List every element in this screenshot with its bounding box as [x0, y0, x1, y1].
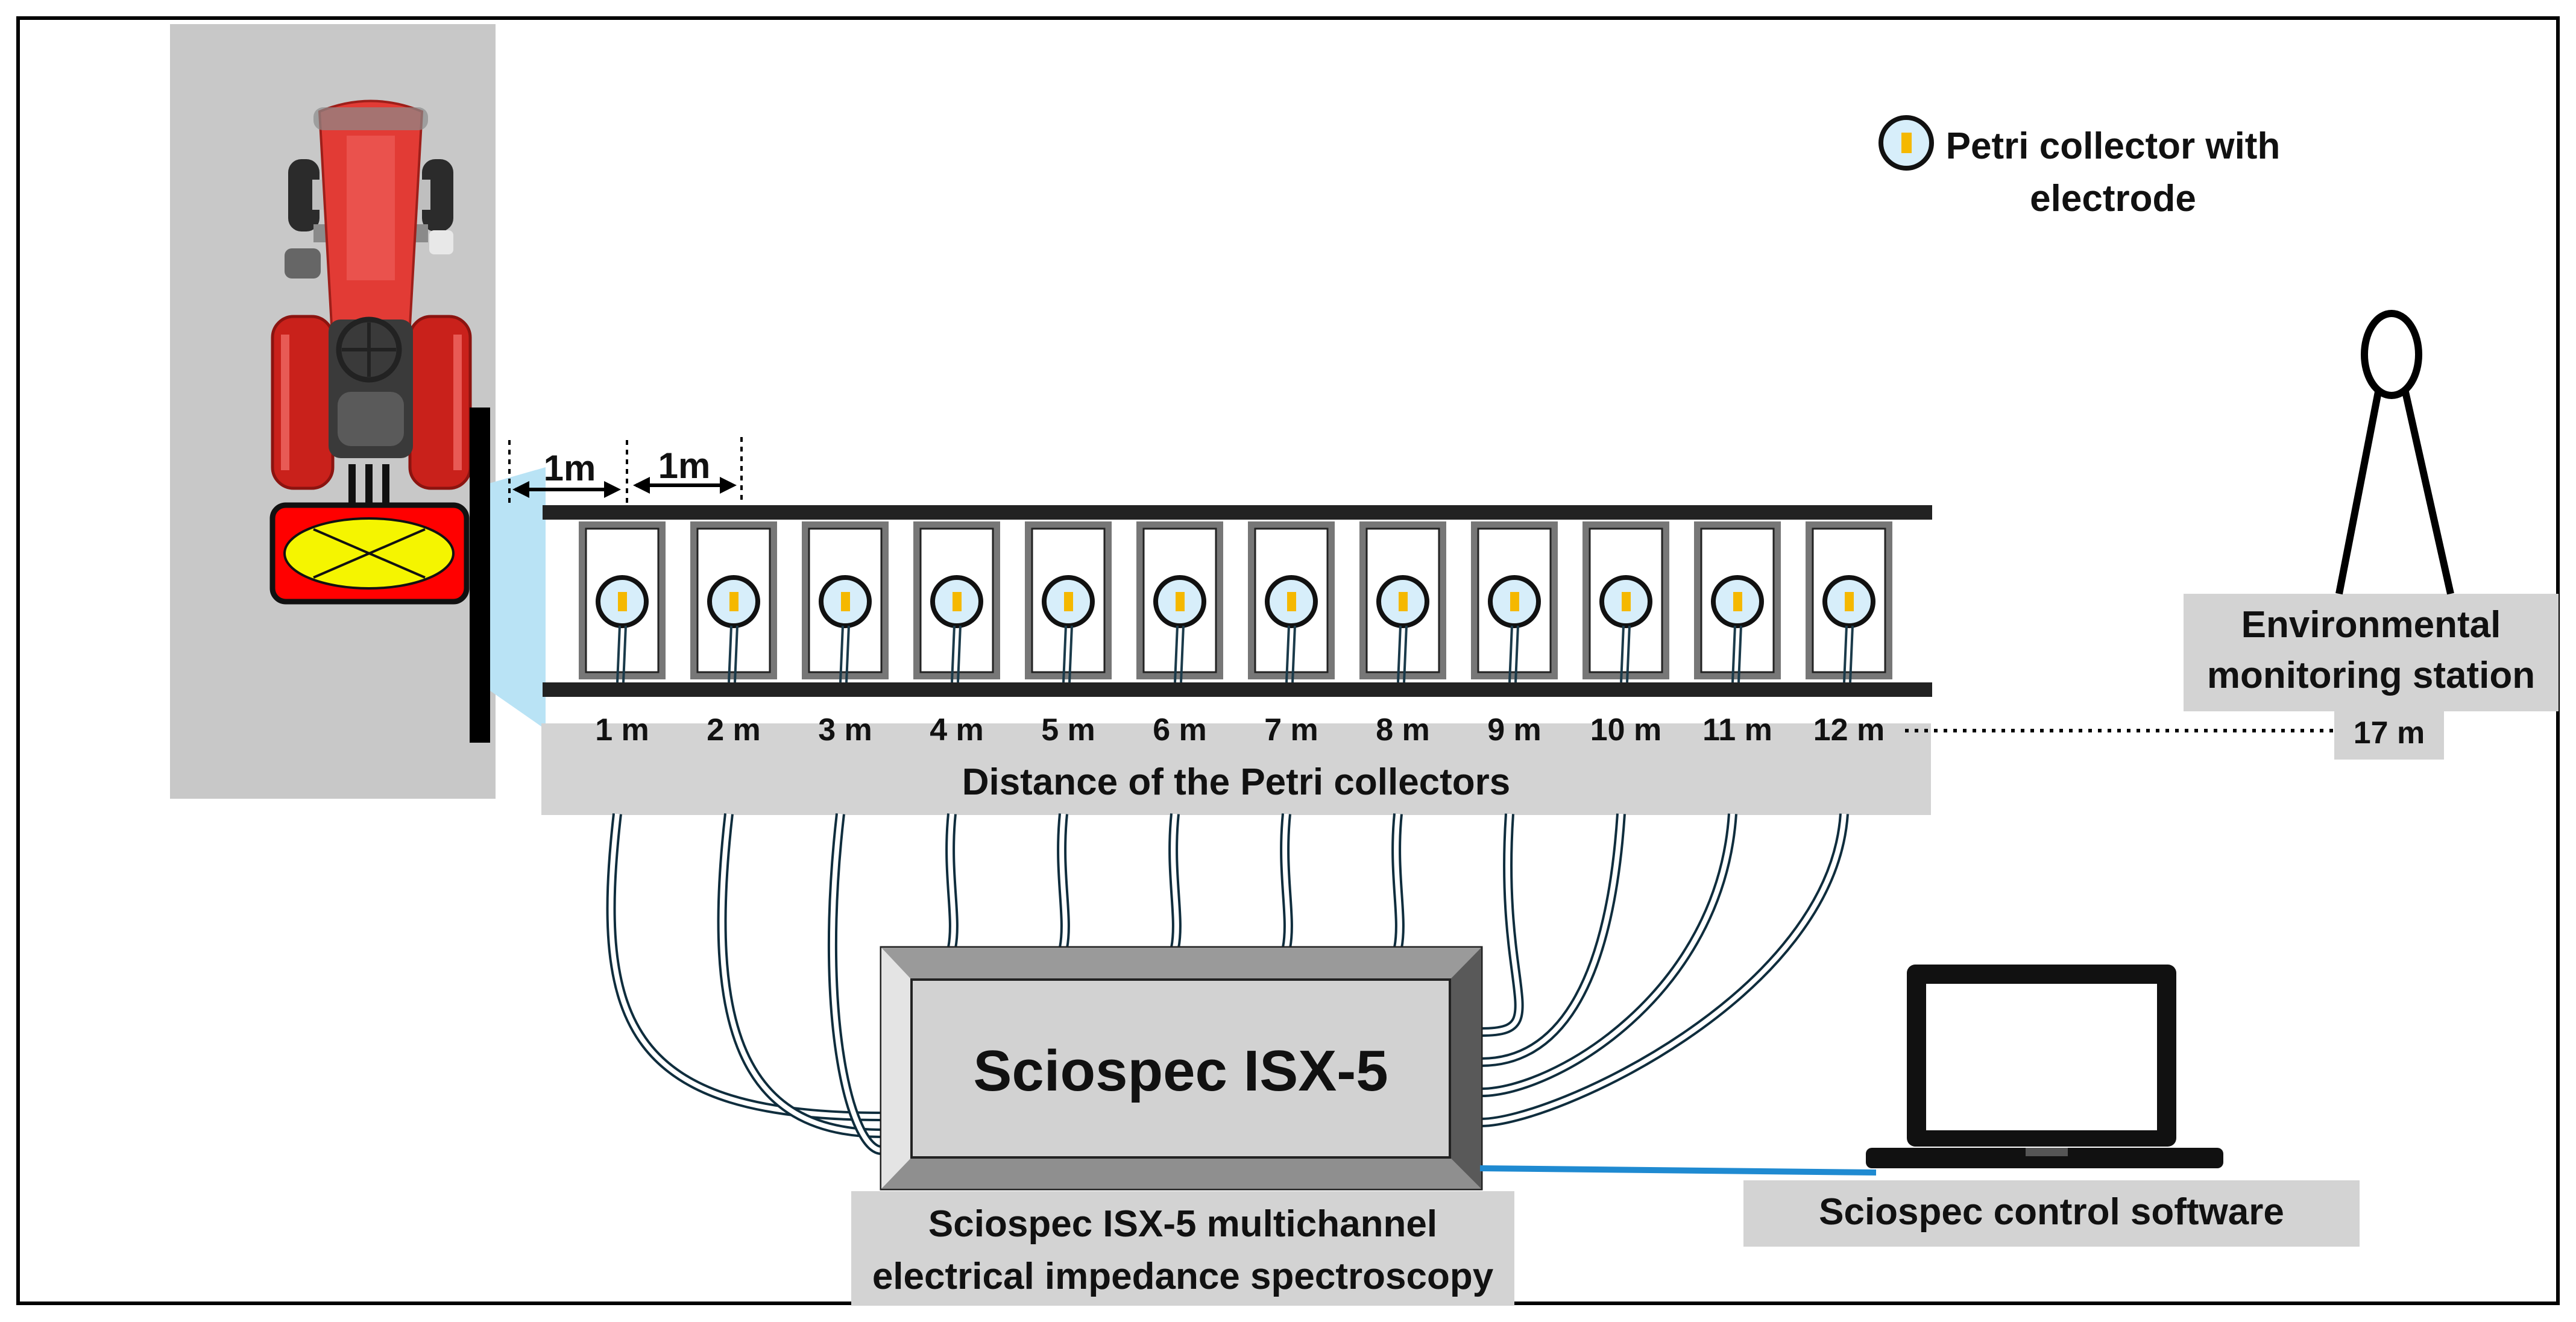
petri-collector: [579, 521, 666, 683]
distance-label: 6 m: [1153, 713, 1207, 748]
petri-collector: [1694, 521, 1781, 683]
distance-label: 10 m: [1590, 713, 1662, 748]
monitoring-station-icon: [2335, 310, 2454, 595]
distance-label: 8 m: [1376, 713, 1430, 748]
sciospec-device: [880, 946, 1483, 1191]
electrode-cable: [717, 813, 882, 1138]
device-caption: Sciospec ISX-5 multichannel electrical i…: [872, 1203, 1494, 1297]
collector-row: [579, 521, 1892, 683]
station-label-box: [2184, 594, 2559, 711]
sprayer-tank: [269, 502, 470, 605]
station-distance-box: [2334, 711, 2444, 760]
electrode-cable: [827, 813, 883, 1155]
device-caption-box: [851, 1191, 1514, 1306]
spacing-markers: [508, 437, 743, 503]
collector-rail-top: [543, 505, 1932, 520]
station-label: Environmental monitoring station: [2206, 604, 2536, 696]
petri-collector: [802, 521, 889, 683]
sprayer-boom: [470, 408, 490, 743]
tractor-illustration: [271, 99, 472, 512]
distance-label: 5 m: [1041, 713, 1095, 748]
petri-collector: [1359, 521, 1446, 683]
software-caption-box: [1743, 1180, 2360, 1247]
software-caption: Sciospec control software: [1819, 1191, 2284, 1233]
spray-cone: [472, 467, 546, 729]
electrode-cables: [606, 813, 1849, 1155]
spacing-label-2: 1m: [658, 445, 711, 486]
device-name: Sciospec ISX-5: [973, 1039, 1388, 1103]
distance-label: 3 m: [818, 713, 872, 748]
distance-label: 4 m: [930, 713, 984, 748]
petri-collector: [1248, 521, 1335, 683]
distance-label: 2 m: [707, 713, 761, 748]
distance-caption-box: [541, 723, 1931, 815]
petri-collector: [913, 521, 1000, 683]
legend-label: Petri collector with electrode: [1945, 125, 2281, 219]
distance-label: 7 m: [1264, 713, 1318, 748]
distance-labels: 1 m 2 m 3 m 4 m 5 m 6 m 7 m 8 m 9 m 10 m 11 m 12 m: [595, 713, 1885, 748]
petri-collector-legend-icon: [1878, 115, 1934, 171]
electrode-cable: [1481, 813, 1524, 1037]
petri-collector: [690, 521, 777, 683]
distance-label: 9 m: [1487, 713, 1542, 748]
spacing-label-1: 1m: [543, 448, 596, 488]
petri-collector: [1582, 521, 1669, 683]
distance-caption: Distance of the Petri collectors: [962, 761, 1511, 803]
laptop-icon: [1866, 965, 2223, 1168]
station-distance-label: 17 m: [2353, 716, 2425, 751]
petri-collector: [1025, 521, 1112, 683]
usb-cable: [1479, 1165, 1877, 1176]
distance-label: 1 m: [595, 713, 649, 748]
petri-collector: [1806, 521, 1892, 683]
distance-label: 12 m: [1813, 713, 1885, 748]
distance-label: 11 m: [1702, 713, 1772, 748]
petri-collector: [1136, 521, 1223, 683]
collector-rail-bottom: [543, 682, 1932, 697]
petri-collector: [1471, 521, 1558, 683]
